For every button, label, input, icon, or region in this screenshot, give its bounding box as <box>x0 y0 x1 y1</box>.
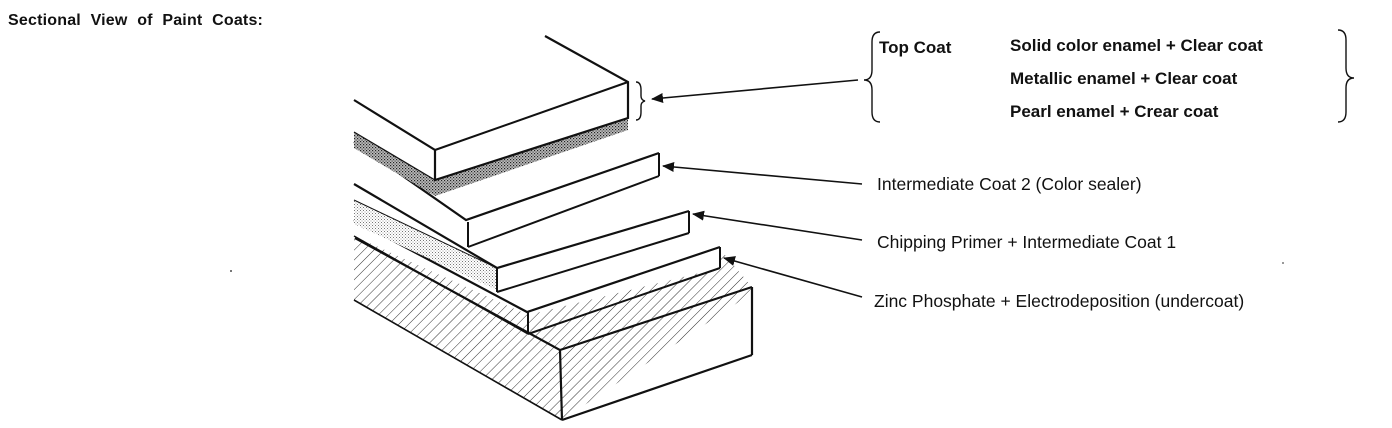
top-coat-label: Top Coat <box>879 38 952 57</box>
top-coat-layer <box>353 35 630 196</box>
top-coat-option-solid: Solid color enamel + Clear coat <box>1010 36 1263 55</box>
speck-mark <box>230 270 232 272</box>
top-coat-option-pearl: Pearl enamel + Crear coat <box>1010 102 1219 121</box>
top-coat-arrow <box>651 79 859 103</box>
chipping-primer-label: Chipping Primer + Intermediate Coat 1 <box>877 232 1177 252</box>
left-curly-brace-icon <box>863 31 881 123</box>
zinc-phosphate-arrow <box>723 256 863 298</box>
small-brace-icon <box>635 81 646 121</box>
chipping-primer-arrow <box>692 210 863 241</box>
intermediate-coat-2-label: Intermediate Coat 2 (Color sealer) <box>877 174 1142 194</box>
chipping-primer-layer <box>353 183 690 293</box>
intermediate-coat-2-arrow <box>662 162 863 185</box>
right-curly-brace-icon <box>1337 29 1355 123</box>
speck-mark <box>1282 262 1284 264</box>
intermediate-coat-2-layer <box>353 141 660 248</box>
top-coat-option-metallic: Metallic enamel + Clear coat <box>1010 69 1238 88</box>
diagram-title: Sectional View of Paint Coats: <box>8 12 264 29</box>
zinc-phosphate-label: Zinc Phosphate + Electrodeposition (unde… <box>874 291 1245 311</box>
